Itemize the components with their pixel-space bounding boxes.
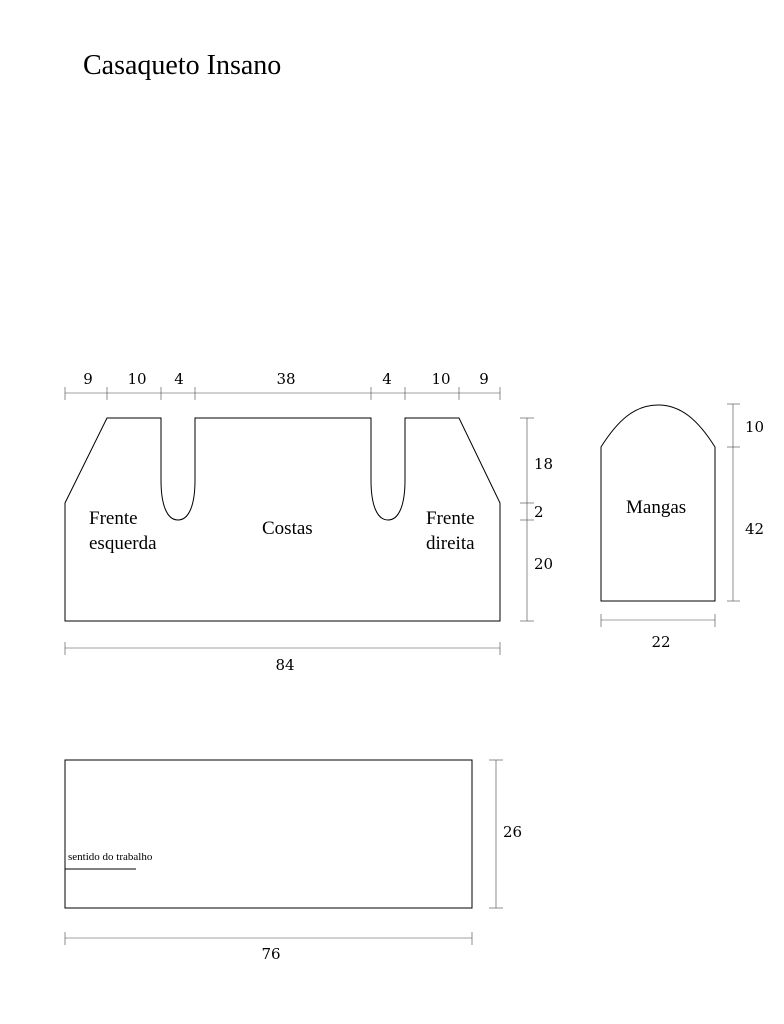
- top-dim-4: 38: [276, 370, 295, 388]
- right-front-label-line1: Frente: [426, 508, 475, 529]
- bottom-dimension: 84: [64, 642, 501, 674]
- top-dimension: 9 10 4 38 4 10 9: [64, 370, 501, 400]
- left-front-label-line2: esquerda: [89, 533, 157, 554]
- left-front-label-line1: Frente: [89, 508, 138, 529]
- band-bottom-dimension: 76: [64, 932, 473, 963]
- top-dim-5: 4: [382, 370, 392, 388]
- sleeve-bottom-dim: 22: [651, 633, 670, 651]
- body-piece: Frente esquerda Costas Frente direita 9 …: [64, 370, 553, 674]
- band-side-dimension: 26: [489, 759, 522, 909]
- page-title: Casaqueto Insano: [83, 50, 281, 81]
- top-dim-6: 10: [431, 370, 450, 388]
- sleeve-side-dim-2: 42: [745, 520, 764, 538]
- back-label: Costas: [262, 518, 313, 539]
- band-outline: [64, 759, 473, 909]
- top-dim-7: 9: [479, 370, 489, 388]
- work-direction-note: sentido do trabalho: [68, 851, 153, 863]
- sleeve-side-dimension: 10 42: [727, 403, 764, 602]
- side-dim-1: 18: [534, 455, 553, 473]
- band-bottom-dim: 76: [261, 945, 280, 963]
- side-dimension: 18 2 20: [520, 417, 553, 622]
- band-side-dim: 26: [503, 823, 522, 841]
- bottom-dim: 84: [275, 656, 294, 674]
- sleeve-side-dim-1: 10: [745, 418, 764, 436]
- top-dim-2: 10: [127, 370, 146, 388]
- top-dim-1: 9: [83, 370, 93, 388]
- body-piece-outline: [64, 417, 501, 622]
- sleeve-piece: Mangas 10 42 22: [600, 403, 764, 651]
- sleeve-outline: [600, 404, 716, 602]
- sleeve-bottom-dimension: 22: [600, 614, 716, 651]
- top-dim-3: 4: [174, 370, 184, 388]
- right-front-label-line2: direita: [426, 533, 475, 554]
- band-piece: sentido do trabalho 26 76: [64, 759, 522, 963]
- side-dim-3: 20: [534, 555, 553, 573]
- sleeve-label: Mangas: [626, 497, 686, 518]
- side-dim-2: 2: [534, 503, 544, 521]
